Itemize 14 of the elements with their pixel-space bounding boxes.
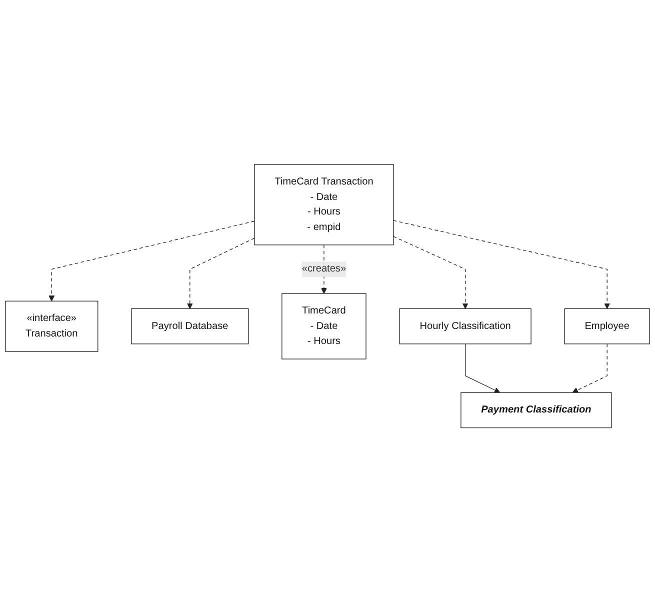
- node-box: «interface» Transaction: [5, 301, 98, 352]
- node-box: TimeCard Transaction - Date - Hours - empid: [254, 164, 394, 246]
- arrow: [464, 344, 500, 394]
- node-box: Payroll Database: [131, 308, 249, 345]
- node-box: Employee: [564, 308, 650, 345]
- node-box: TimeCard - Date - Hours: [282, 294, 366, 360]
- edge-label: «creates»: [302, 263, 346, 275]
- arrow: [186, 238, 255, 310]
- arrow: [393, 220, 610, 310]
- node-box: Hourly Classification: [399, 308, 532, 345]
- arrow: [393, 236, 468, 310]
- arrow: [572, 344, 608, 394]
- arrow: [48, 221, 255, 302]
- node-box: Payment Classification: [460, 392, 612, 429]
